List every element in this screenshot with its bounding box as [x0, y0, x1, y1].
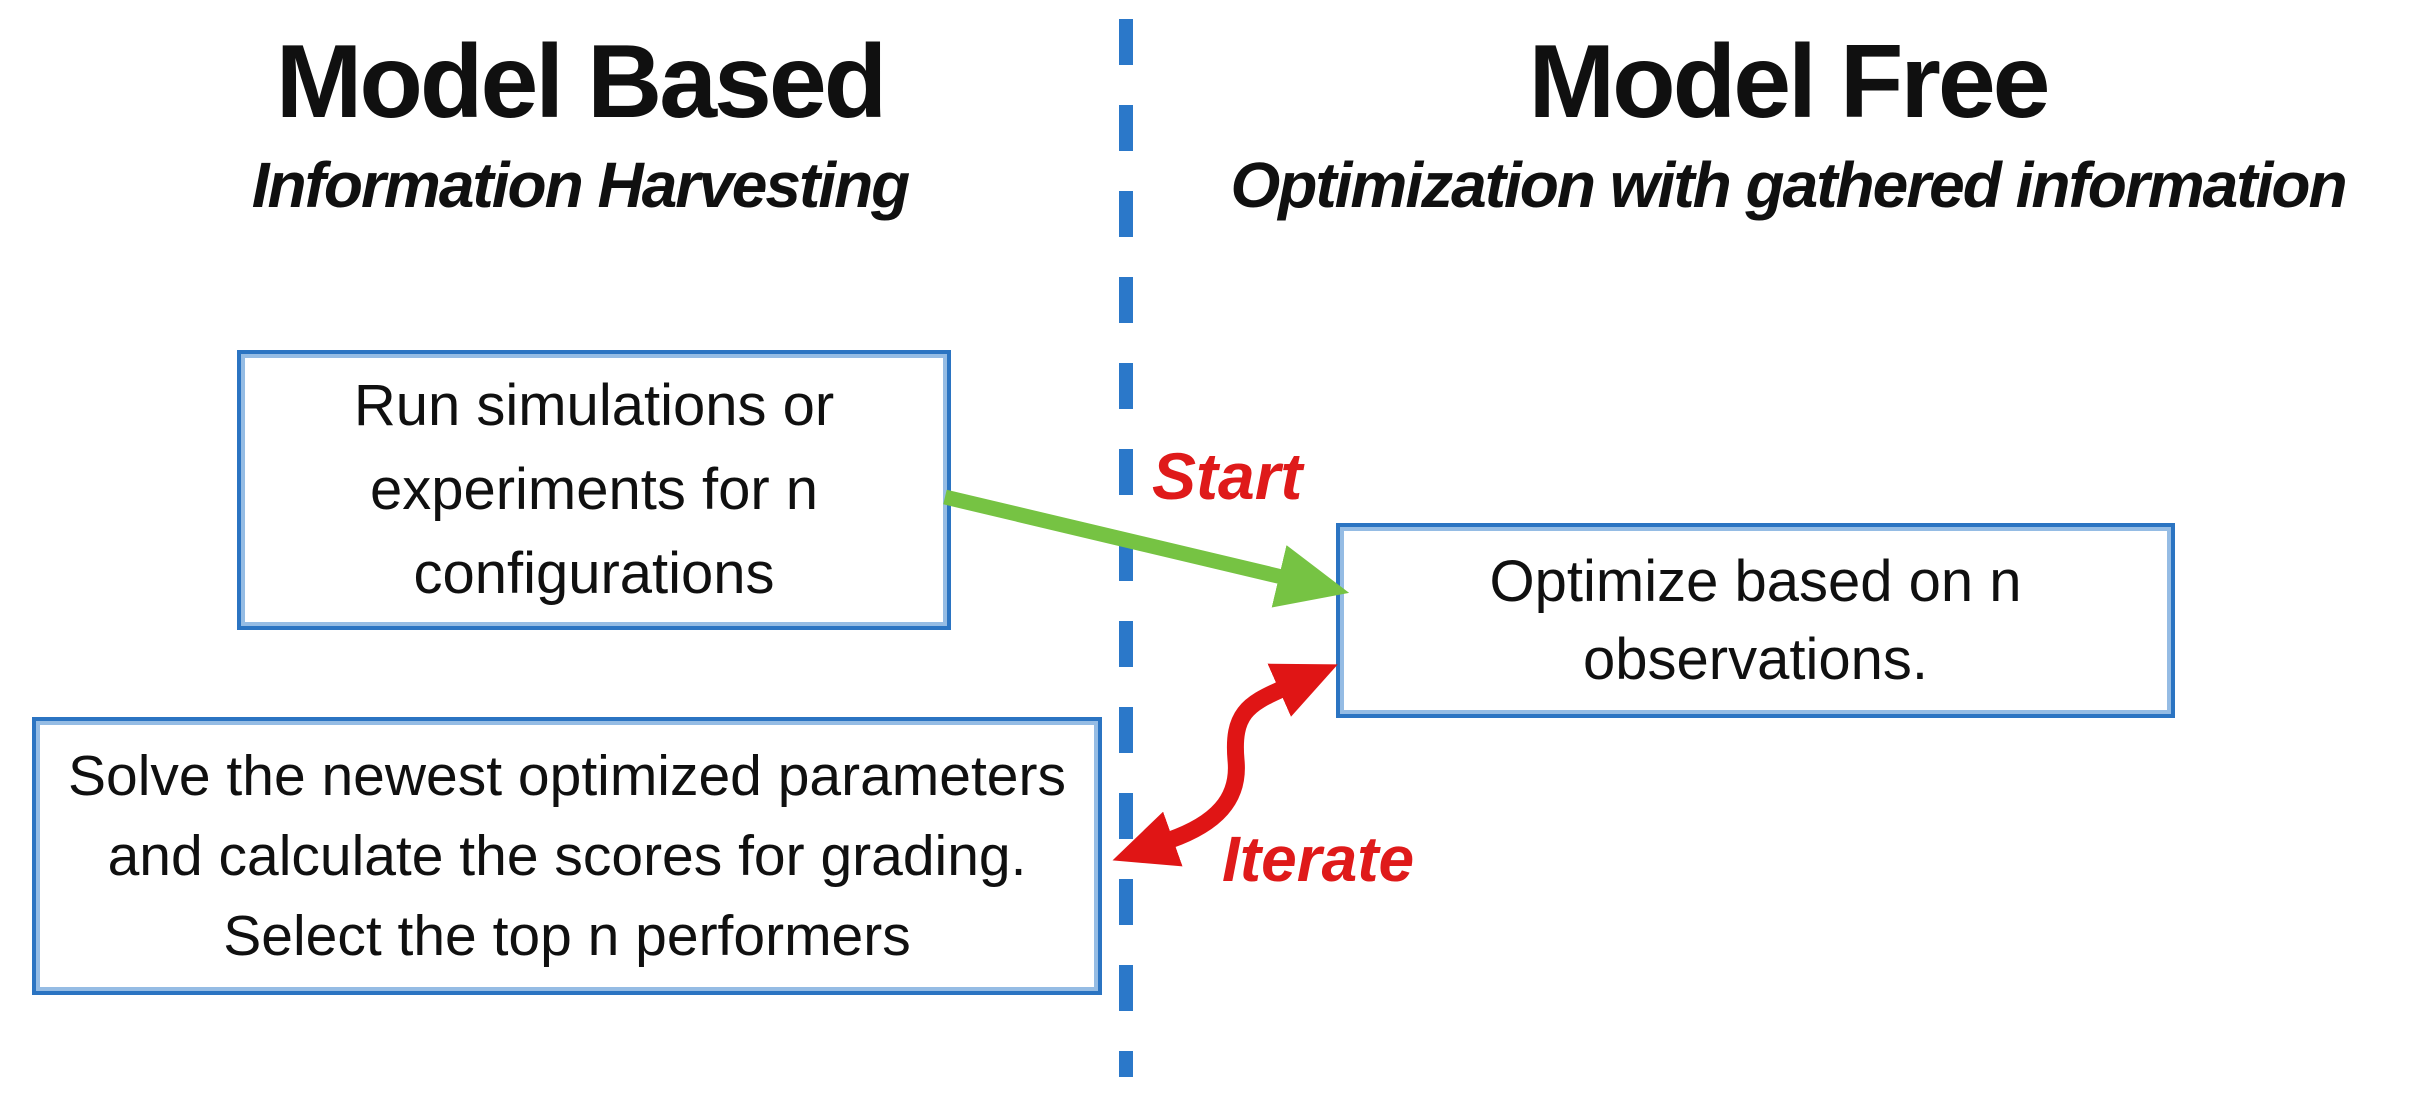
- run-simulations-line: Run simulations or: [353, 373, 835, 438]
- solve-parameters-box: Solve the newest optimized parameters an…: [32, 717, 1102, 995]
- model-based-header: Model Based Information Harvesting: [40, 24, 1120, 221]
- run-simulations-line: experiments for n: [369, 457, 819, 522]
- model-based-subtitle: Information Harvesting: [251, 149, 911, 222]
- run-simulations-line: configurations: [413, 541, 775, 606]
- optimize-observations-line: observations.: [1583, 626, 1928, 692]
- solve-parameters-line: Select the top n performers: [223, 904, 911, 968]
- dashed-divider-line: [1119, 19, 1133, 1077]
- model-based-title: Model Based: [275, 24, 887, 140]
- model-free-title: Model Free: [1528, 24, 2051, 140]
- iterate-arrow: [1112, 663, 1338, 867]
- optimize-observations-line: Optimize based on n: [1489, 548, 2022, 614]
- iterate-arrow-label: Iterate: [1222, 823, 1415, 895]
- solve-parameters-line: Solve the newest optimized parameters: [67, 744, 1066, 808]
- model-free-subtitle: Optimization with gathered information: [1230, 149, 2347, 222]
- solve-parameters-line: and calculate the scores for grading.: [107, 824, 1027, 888]
- model-free-header: Model Free Optimization with gathered in…: [1158, 24, 2418, 221]
- run-simulations-box: Run simulations or experiments for n con…: [237, 350, 951, 630]
- start-arrow-label: Start: [1152, 439, 1303, 513]
- optimize-observations-box: Optimize based on n observations.: [1336, 523, 2175, 718]
